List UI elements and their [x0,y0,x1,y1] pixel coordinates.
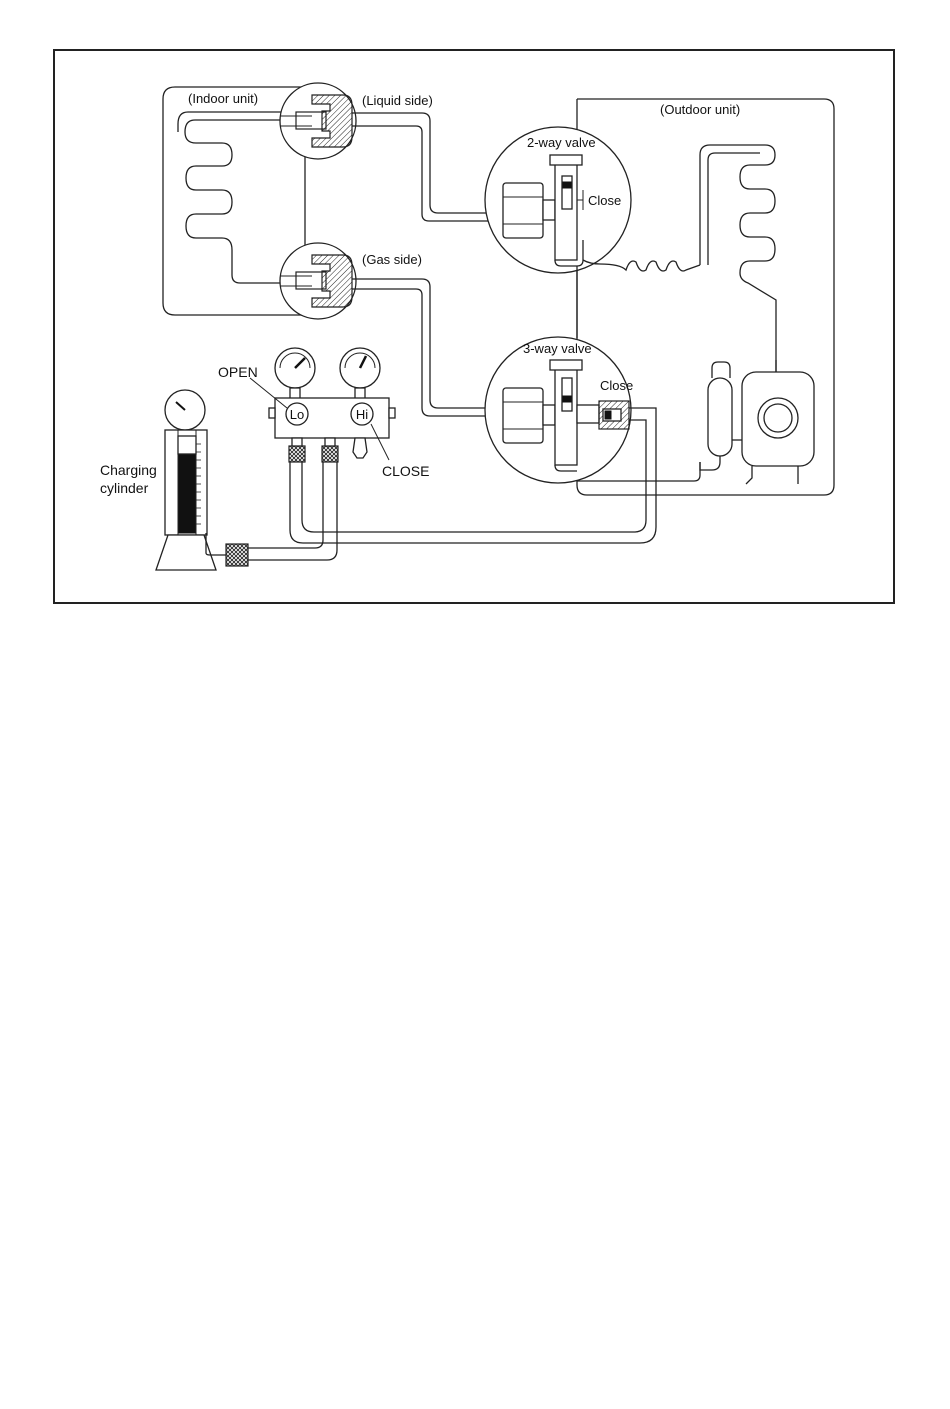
manifold-gauge [269,348,395,462]
two-way-valve-label: 2-way valve [527,135,596,150]
charging-cylinder-label-line1: Charging [100,462,157,478]
charging-cylinder-label-line2: cylinder [100,480,149,496]
hi-knob-label: Hi [356,407,368,422]
open-label: OPEN [218,364,258,380]
charging-cylinder [156,390,248,570]
compressor [732,360,814,484]
gas-side-label: (Gas side) [362,252,422,267]
outdoor-unit-label: (Outdoor unit) [660,102,740,117]
three-way-close-label: Close [600,378,633,393]
three-way-valve-label: 3-way valve [523,341,592,356]
lo-knob-label: Lo [290,407,304,422]
gas-side-fitting [280,243,356,319]
liquid-side-fitting [280,83,356,159]
two-way-close-label: Close [588,193,621,208]
liquid-side-label: (Liquid side) [362,93,433,108]
indoor-unit-label: (Indoor unit) [188,91,258,106]
refrigerant-charging-diagram: (Indoor unit) (Liquid side) (Gas side) (… [0,0,950,620]
accumulator [700,362,732,470]
close-label: CLOSE [382,463,429,479]
three-way-valve [485,337,631,483]
gas-pipe [352,279,510,408]
